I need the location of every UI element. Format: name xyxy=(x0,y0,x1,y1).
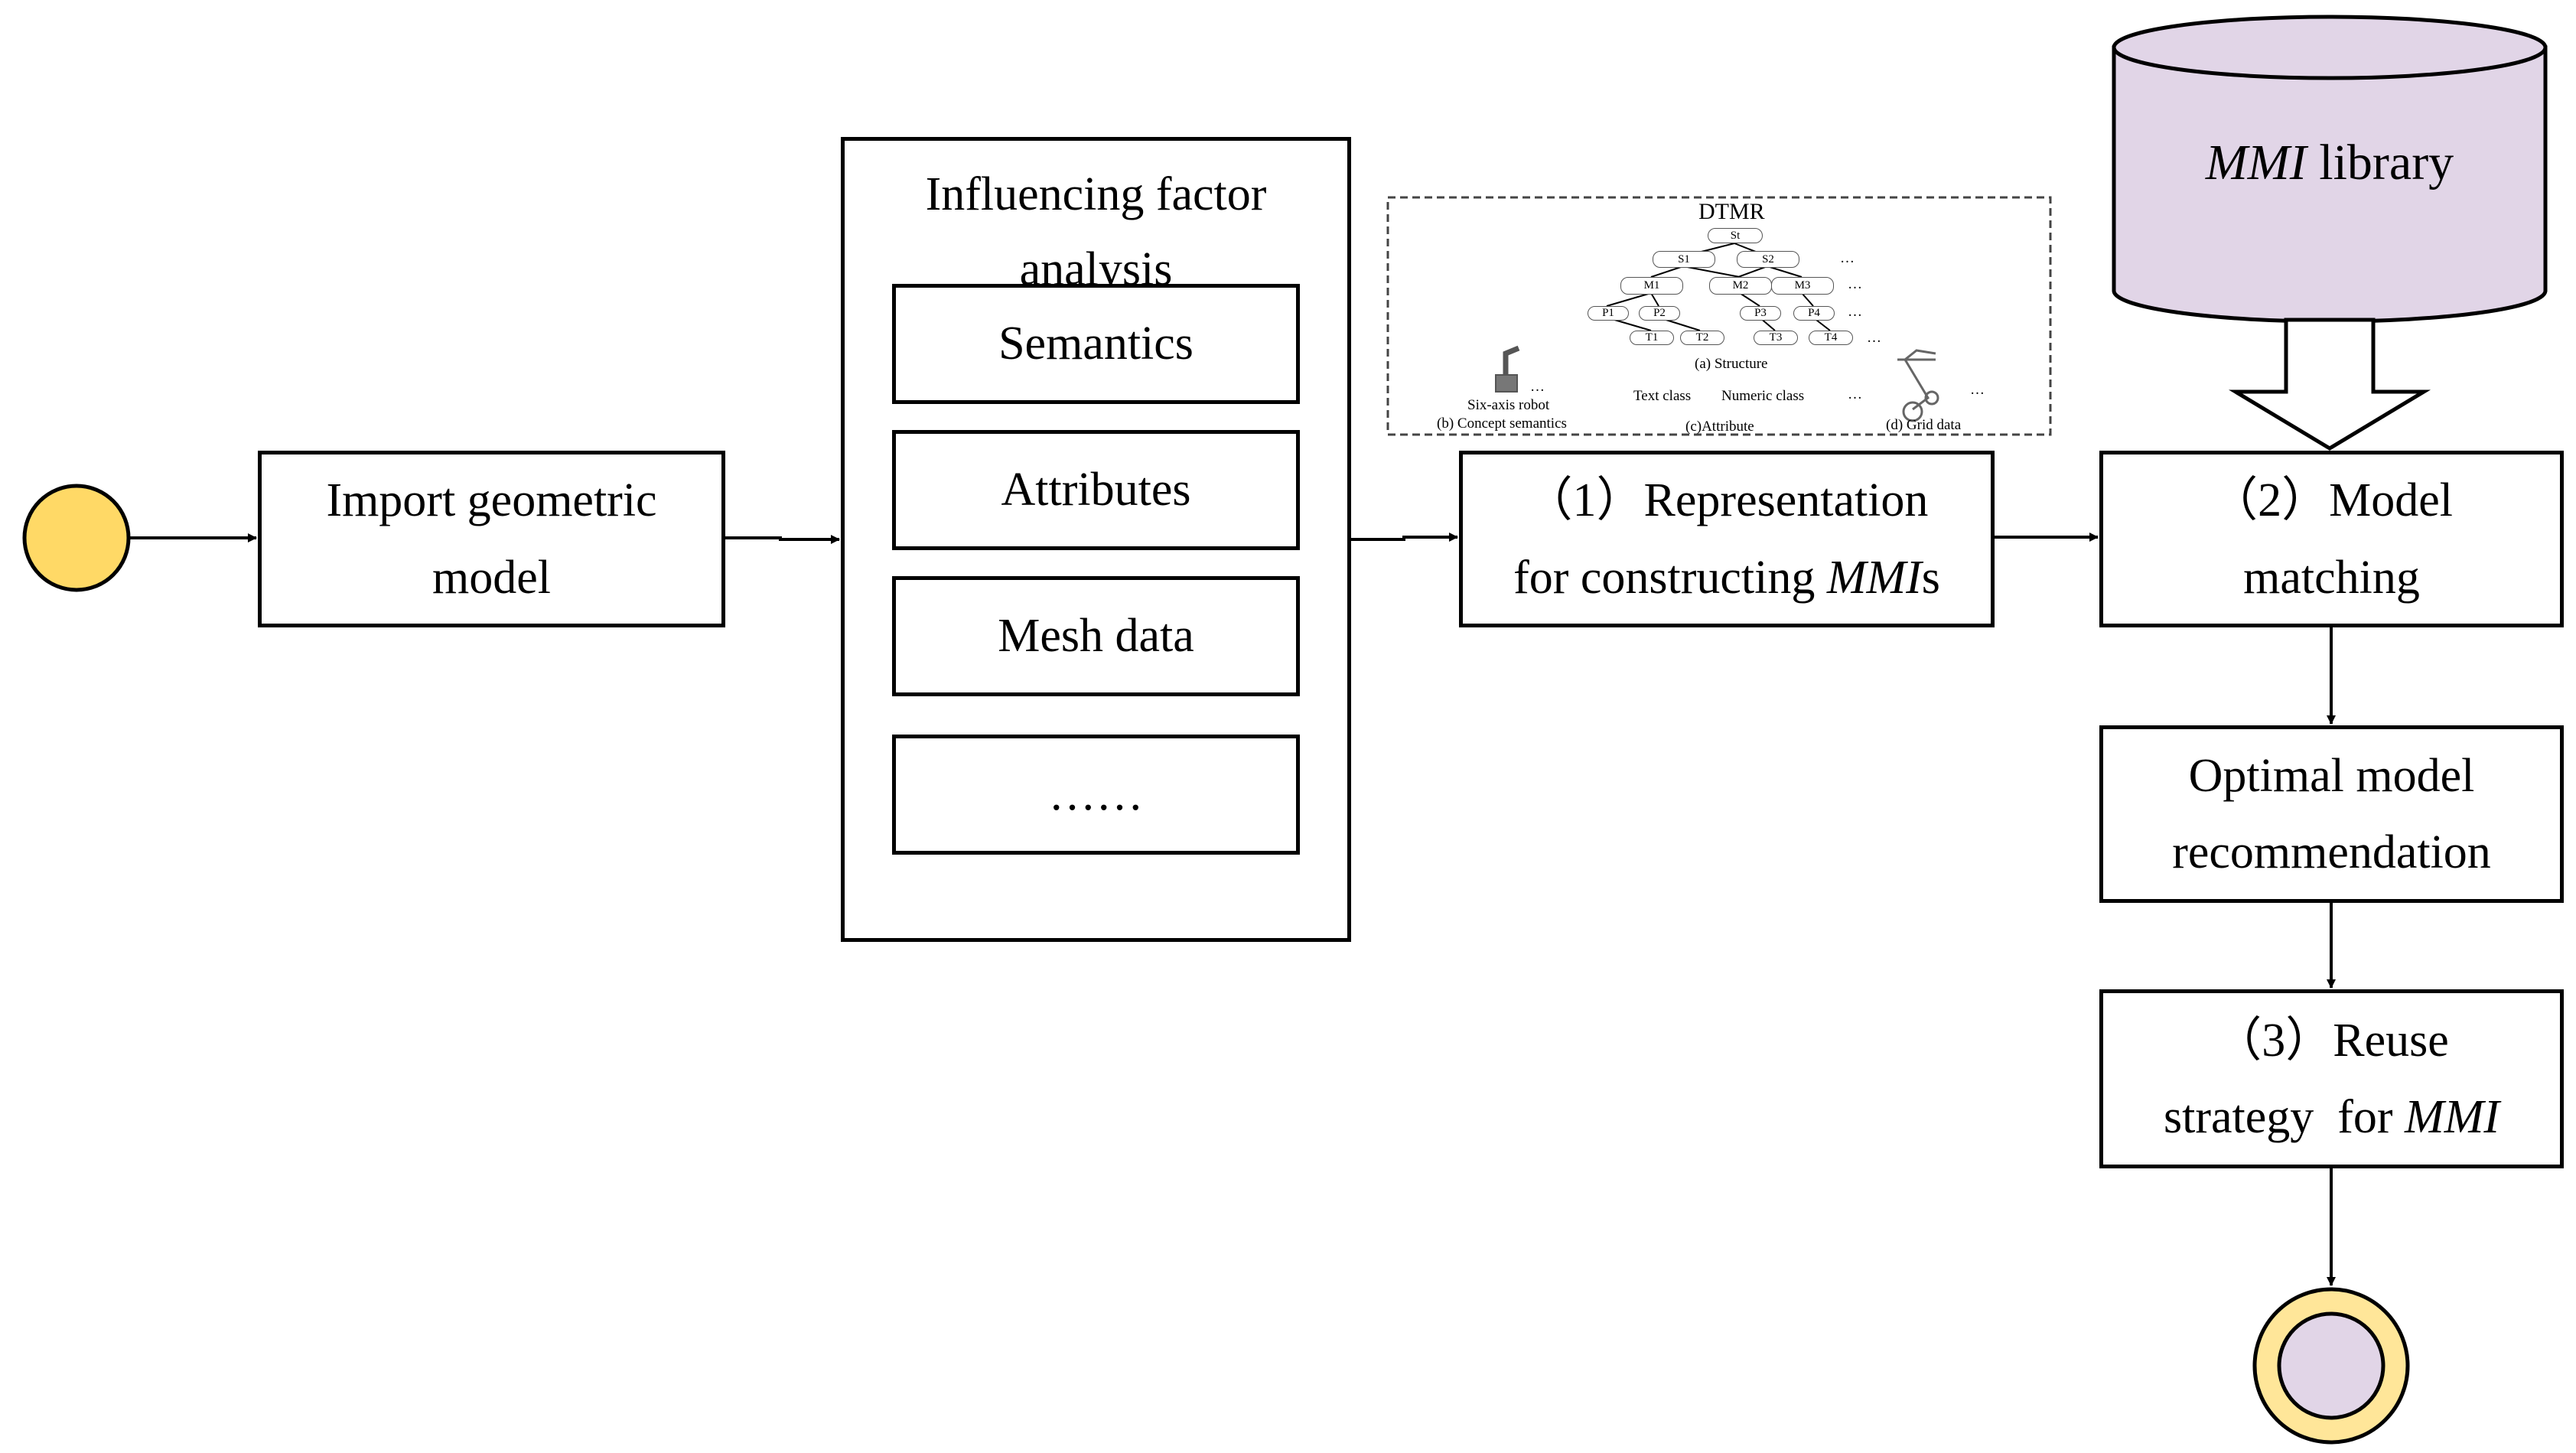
dtmr-node-t3: T3 xyxy=(1754,331,1798,345)
dtmr-node-p2: P2 xyxy=(1639,306,1680,321)
dtmr-ellipsis-p: … xyxy=(1848,304,1862,320)
end-node xyxy=(2252,1287,2410,1445)
model-matching-box: （2）Model matching xyxy=(2099,451,2564,627)
optimal-line2: recommendation xyxy=(2172,826,2491,878)
matching-line1: （2）Model xyxy=(2210,474,2453,527)
representation-box: （1）Representation for constructing MMIs xyxy=(1459,451,1995,627)
factor-item-mesh-data: Mesh data xyxy=(892,576,1300,696)
reuse-line1: （3）Reuse xyxy=(2214,1014,2449,1067)
mmi-library-label: MMI library xyxy=(2114,138,2545,188)
dtmr-attribute-caption: (c)Attribute xyxy=(1685,419,1754,435)
library-label-text: library xyxy=(2306,135,2454,191)
dtmr-grid-ellipsis: … xyxy=(1970,382,1985,398)
dtmr-ellipsis-m: … xyxy=(1848,276,1862,292)
start-node xyxy=(22,484,131,592)
grid-robot-sketch xyxy=(1897,349,1939,422)
dtmr-node-m2: M2 xyxy=(1709,277,1772,295)
dtmr-node-p1: P1 xyxy=(1588,306,1629,321)
dtmr-text-class: Text class xyxy=(1633,388,1692,404)
mmi-library-database xyxy=(2112,15,2548,324)
dtmr-root-node: St xyxy=(1708,228,1763,243)
dtmr-node-s1: S1 xyxy=(1653,251,1715,268)
dtmr-node-p4: P4 xyxy=(1793,306,1835,321)
arrow-import-to-factors xyxy=(725,535,840,544)
dtmr-node-s2: S2 xyxy=(1737,251,1799,268)
dtmr-ellipsis-t: … xyxy=(1867,330,1881,346)
representation-line2-suffix: s xyxy=(1921,551,1940,604)
dtmr-ellipsis-s: … xyxy=(1840,250,1855,266)
six-axis-robot-sketch xyxy=(1495,345,1520,393)
dtmr-attribute-ellipsis: … xyxy=(1848,386,1862,402)
import-box-line2: model xyxy=(432,551,551,604)
optimal-line1: Optimal model xyxy=(2188,749,2475,802)
dtmr-node-p3: P3 xyxy=(1740,306,1781,321)
reuse-strategy-box: （3）Reuse strategy for MMI xyxy=(2099,989,2564,1168)
matching-line2: matching xyxy=(2243,551,2420,604)
dtmr-node-t4: T4 xyxy=(1809,331,1853,345)
dtmr-robot-label: Six-axis robot xyxy=(1467,397,1550,413)
dtmr-structure-caption: (a) Structure xyxy=(1695,356,1768,372)
dtmr-robot-ellipsis: … xyxy=(1530,379,1545,395)
arrow-factors-to-representation xyxy=(1350,533,1458,542)
representation-line2: for constructing MMIs xyxy=(1513,539,1940,616)
factor-item-ellipsis: …… xyxy=(892,735,1300,855)
representation-line2-prefix: for constructing xyxy=(1513,551,1827,604)
dtmr-node-t2: T2 xyxy=(1680,331,1724,345)
representation-line2-italic: MMI xyxy=(1826,551,1922,604)
factor-item-attributes: Attributes xyxy=(892,430,1300,550)
reuse-line2-italic: MMI xyxy=(2405,1091,2499,1143)
factor-item-semantics: Semantics xyxy=(892,284,1300,404)
dtmr-title: DTMR xyxy=(1698,199,1765,224)
reuse-line2-prefix: strategy for xyxy=(2163,1091,2405,1143)
library-down-arrow xyxy=(2228,318,2431,451)
optimal-model-box: Optimal model recommendation xyxy=(2099,725,2564,903)
dtmr-tree-lines xyxy=(1606,243,1831,331)
dtmr-node-m3: M3 xyxy=(1771,277,1834,295)
representation-line1: （1）Representation xyxy=(1525,474,1929,527)
reuse-line2: strategy for MMI xyxy=(2164,1079,2499,1155)
factor-title-line1: Influencing factor xyxy=(925,168,1267,220)
dtmr-numeric-class: Numeric class xyxy=(1721,388,1805,404)
dtmr-grid-caption: (d) Grid data xyxy=(1886,417,1962,433)
library-label-italic: MMI xyxy=(2205,135,2307,191)
import-geometric-model-box: Import geometric model xyxy=(258,451,725,627)
import-box-line1: Import geometric xyxy=(326,474,657,527)
dtmr-node-t1: T1 xyxy=(1630,331,1674,345)
dtmr-node-m1: M1 xyxy=(1620,277,1683,295)
dtmr-concept-caption: (b) Concept semantics xyxy=(1437,415,1567,432)
